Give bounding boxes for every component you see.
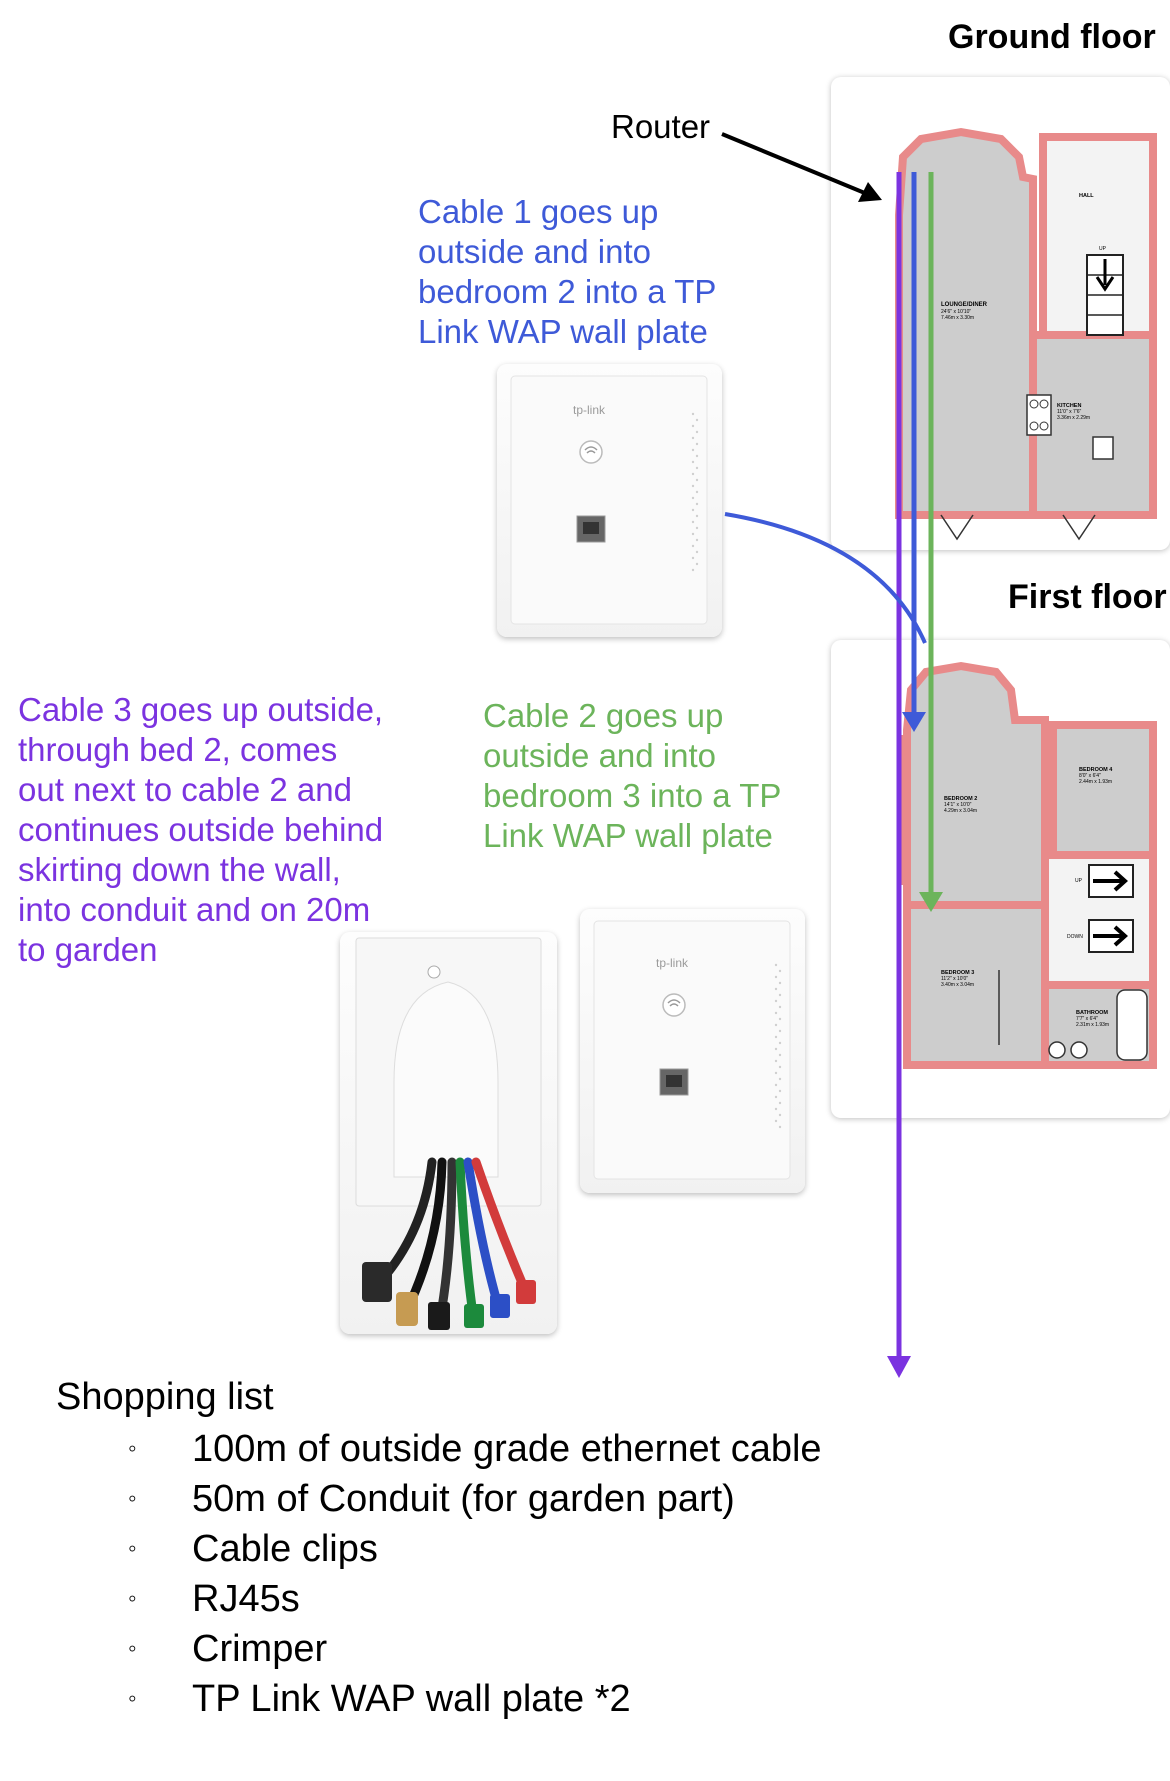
bedroom-4-dims: 8'0" x 6'4" 2.44m x 1.93m (1079, 773, 1112, 785)
shopping-list-title: Shopping list (56, 1376, 274, 1418)
shopping-list: ◦ 100m of outside grade ethernet cable ◦ 5… (128, 1424, 822, 1724)
shopping-item: ◦ Cable clips (128, 1524, 822, 1574)
kitchen-dims: 11'0" x 7'6" 3.36m x 2.29m (1057, 409, 1090, 421)
bathroom-dims-line-1: 7'7" x 6'4" (1076, 1016, 1098, 1022)
cable-2-arrowhead (919, 892, 943, 912)
bedroom-3-label: BEDROOM 3 (941, 970, 974, 976)
cable-1-arrowhead (902, 712, 926, 732)
bedroom-3-dims: 11'2" x 10'0" 3.40m x 3.04m (941, 976, 974, 988)
kitchen-dims-line-2: 3.36m x 2.29m (1057, 415, 1090, 421)
lounge-label: LOUNGE/DINER (941, 302, 988, 308)
bedroom-4-label: BEDROOM 4 (1079, 767, 1113, 773)
cable-1-connector (724, 512, 927, 644)
bathroom-dims: 7'7" x 6'4" 2.31m x 1.93m (1076, 1016, 1109, 1028)
first-floor-title: First floor (1008, 578, 1167, 616)
shopping-item-label: Cable clips (192, 1528, 378, 1570)
brush-cable-wall-plate (340, 932, 557, 1334)
bullet-icon: ◦ (128, 1535, 137, 1562)
bathroom-dims-line-2: 2.31m x 1.93m (1076, 1022, 1109, 1028)
cable-3-note: Cable 3 goes up outside, through bed 2, … (18, 691, 384, 968)
first-down-label: DOWN (1067, 934, 1083, 940)
shopping-item-label: TP Link WAP wall plate *2 (192, 1678, 631, 1720)
bedroom-2-dims-line-2: 4.29m x 3.04m (944, 808, 977, 814)
kitchen-dims-line-1: 11'0" x 7'6" (1057, 409, 1081, 415)
bedroom-3-dims-line-1: 11'2" x 10'0" (941, 976, 968, 982)
shopping-item: ◦ RJ45s (128, 1574, 822, 1624)
ground-up-label: UP (1099, 246, 1107, 252)
shopping-item: ◦ 50m of Conduit (for garden part) (128, 1474, 822, 1524)
shopping-item: ◦ TP Link WAP wall plate *2 (128, 1674, 822, 1724)
wap-wall-plate-1-svg: tp-link (510, 375, 708, 625)
wifi-icon (662, 993, 686, 1017)
wap-brand-2: tp-link (656, 956, 689, 970)
shopping-item-label: 50m of Conduit (for garden part) (192, 1478, 735, 1520)
lounge-dims-line-1: 24'6" x 10'10" (941, 309, 971, 315)
lounge-dims-line-2: 7.46m x 3.30m (941, 315, 974, 321)
wap-wall-plate-1: tp-link (497, 364, 722, 637)
router-pointer-line (721, 132, 873, 198)
lounge-dims: 24'6" x 10'10" 7.46m x 3.30m (941, 309, 974, 321)
ground-floor-title: Ground floor (948, 18, 1156, 56)
bathroom-label: BATHROOM (1076, 1010, 1108, 1016)
shopping-item: ◦ 100m of outside grade ethernet cable (128, 1424, 822, 1474)
bedroom-2-dims-line-1: 14'1" x 10'0" (944, 802, 972, 808)
first-floor-plan: BEDROOM 2 14'1" x 10'0" 4.29m x 3.04m BE… (831, 640, 1170, 1118)
router-label: Router (611, 108, 711, 145)
bullet-icon: ◦ (128, 1435, 137, 1462)
bullet-icon: ◦ (128, 1685, 137, 1712)
cable-1-note: Cable 1 goes up outside and into bedroom… (418, 193, 717, 350)
brush-cable-wall-plate-svg (355, 937, 542, 1330)
bullet-icon: ◦ (128, 1635, 137, 1662)
wifi-icon (579, 440, 603, 464)
kitchen-label: KITCHEN (1057, 403, 1081, 409)
shopping-item-label: Crimper (192, 1628, 328, 1670)
wap-wall-plate-2-svg: tp-link (593, 920, 791, 1180)
bedroom-3-dims-line-2: 3.40m x 3.04m (941, 982, 974, 988)
cable-2-note: Cable 2 goes up outside and into bedroom… (483, 697, 782, 854)
bedroom-2-label: BEDROOM 2 (944, 796, 977, 802)
first-up-label: UP (1075, 878, 1083, 884)
shopping-item-label: RJ45s (192, 1578, 300, 1620)
cable-3-arrowhead (887, 1356, 911, 1378)
wap-brand-1: tp-link (573, 403, 606, 417)
bedroom-2-dims: 14'1" x 10'0" 4.29m x 3.04m (944, 802, 977, 814)
shopping-item: ◦ Crimper (128, 1624, 822, 1674)
bullet-icon: ◦ (128, 1585, 137, 1612)
wap-wall-plate-2: tp-link (580, 909, 805, 1193)
bedroom-4-dims-line-1: 8'0" x 6'4" (1079, 773, 1101, 779)
first-floor-plan-svg: BEDROOM 2 14'1" x 10'0" 4.29m x 3.04m BE… (899, 661, 1157, 1069)
shopping-item-label: 100m of outside grade ethernet cable (192, 1428, 822, 1470)
router-pointer-arrowhead (858, 182, 882, 202)
bedroom-4-dims-line-2: 2.44m x 1.93m (1079, 779, 1112, 785)
hall-label: HALL (1079, 193, 1094, 199)
bullet-icon: ◦ (128, 1485, 137, 1512)
